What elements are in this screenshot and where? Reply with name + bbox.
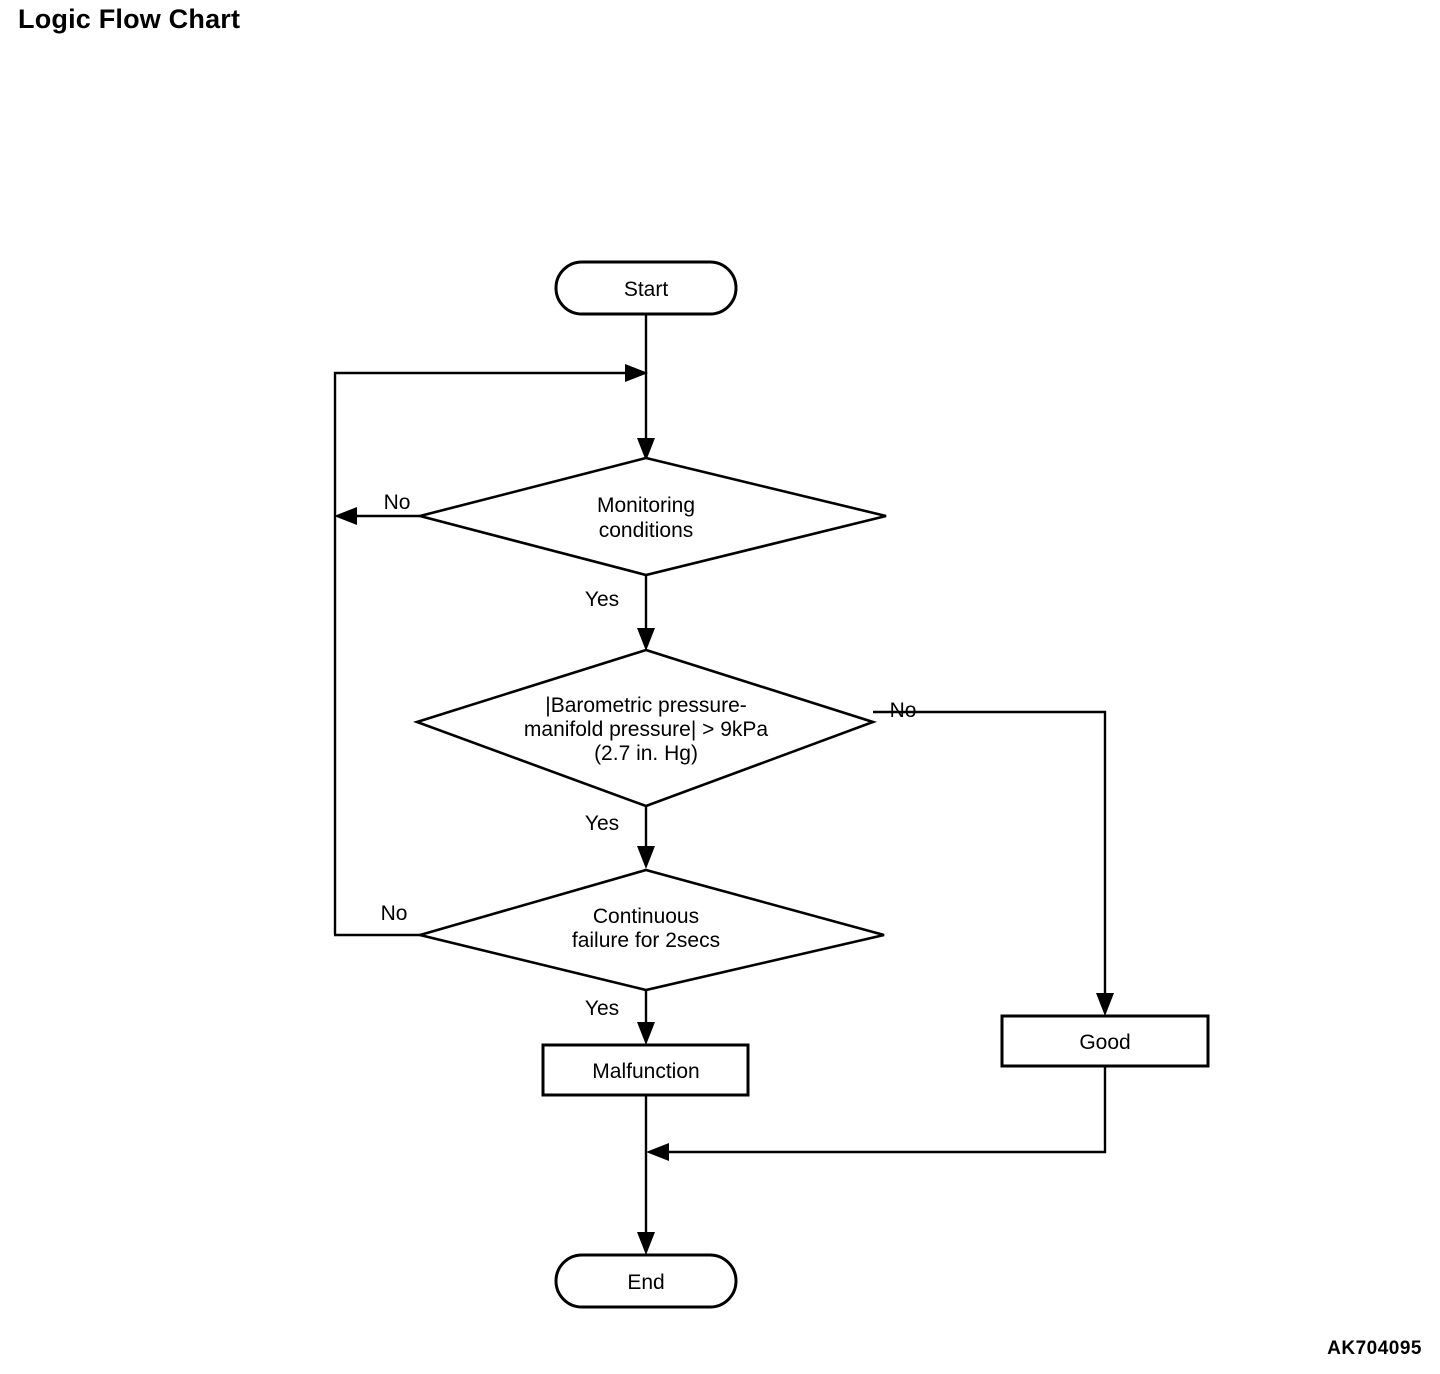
node-good[interactable]: Good (1000, 1014, 1210, 1068)
node-malfunction-label: Malfunction (592, 1060, 699, 1083)
node-end-label: End (627, 1271, 664, 1294)
edge-feedback-loop-return (333, 364, 648, 935)
node-start[interactable]: Start (554, 260, 738, 316)
edge-label-continuous-yes: Yes (585, 997, 619, 1020)
edge-label-pressure-no: No (890, 699, 917, 722)
edge-label-pressure-yes: Yes (585, 812, 619, 835)
node-pressure-label-line1: |Barometric pressure- (545, 694, 747, 717)
edge-pressure-no (873, 710, 1114, 1016)
edge-monitoring-no (334, 507, 420, 525)
edge-pressure-yes (637, 806, 655, 869)
node-continuous-label-line2: failure for 2secs (572, 929, 720, 952)
node-malfunction[interactable]: Malfunction (541, 1043, 750, 1097)
reference-code: AK704095 (1327, 1338, 1422, 1359)
edge-label-monitoring-no: No (384, 491, 411, 514)
edge-good-to-end (646, 1066, 1107, 1161)
node-monitoring-label-line1: Monitoring (597, 494, 695, 517)
node-pressure-label-line3: (2.7 in. Hg) (594, 742, 698, 765)
node-pressure-threshold[interactable]: |Barometric pressure- manifold pressure|… (412, 648, 878, 808)
edge-malfunction-to-end (637, 1095, 655, 1255)
node-continuous-failure[interactable]: Continuous failure for 2secs (414, 868, 885, 992)
page-title: Logic Flow Chart (18, 4, 241, 34)
edge-start-to-monitoring (637, 313, 655, 461)
node-continuous-label-line1: Continuous (593, 905, 699, 928)
node-pressure-label-line2: manifold pressure| > 9kPa (524, 718, 768, 741)
edge-monitoring-yes (637, 575, 655, 651)
edge-label-continuous-no: No (381, 902, 408, 925)
node-monitoring-conditions[interactable]: Monitoring conditions (414, 456, 887, 577)
edge-continuous-yes (637, 990, 655, 1045)
node-end[interactable]: End (554, 1253, 738, 1309)
node-start-label: Start (624, 278, 669, 301)
node-good-label: Good (1079, 1031, 1130, 1054)
node-monitoring-label-line2: conditions (599, 519, 694, 542)
edge-label-monitoring-yes: Yes (585, 588, 619, 611)
